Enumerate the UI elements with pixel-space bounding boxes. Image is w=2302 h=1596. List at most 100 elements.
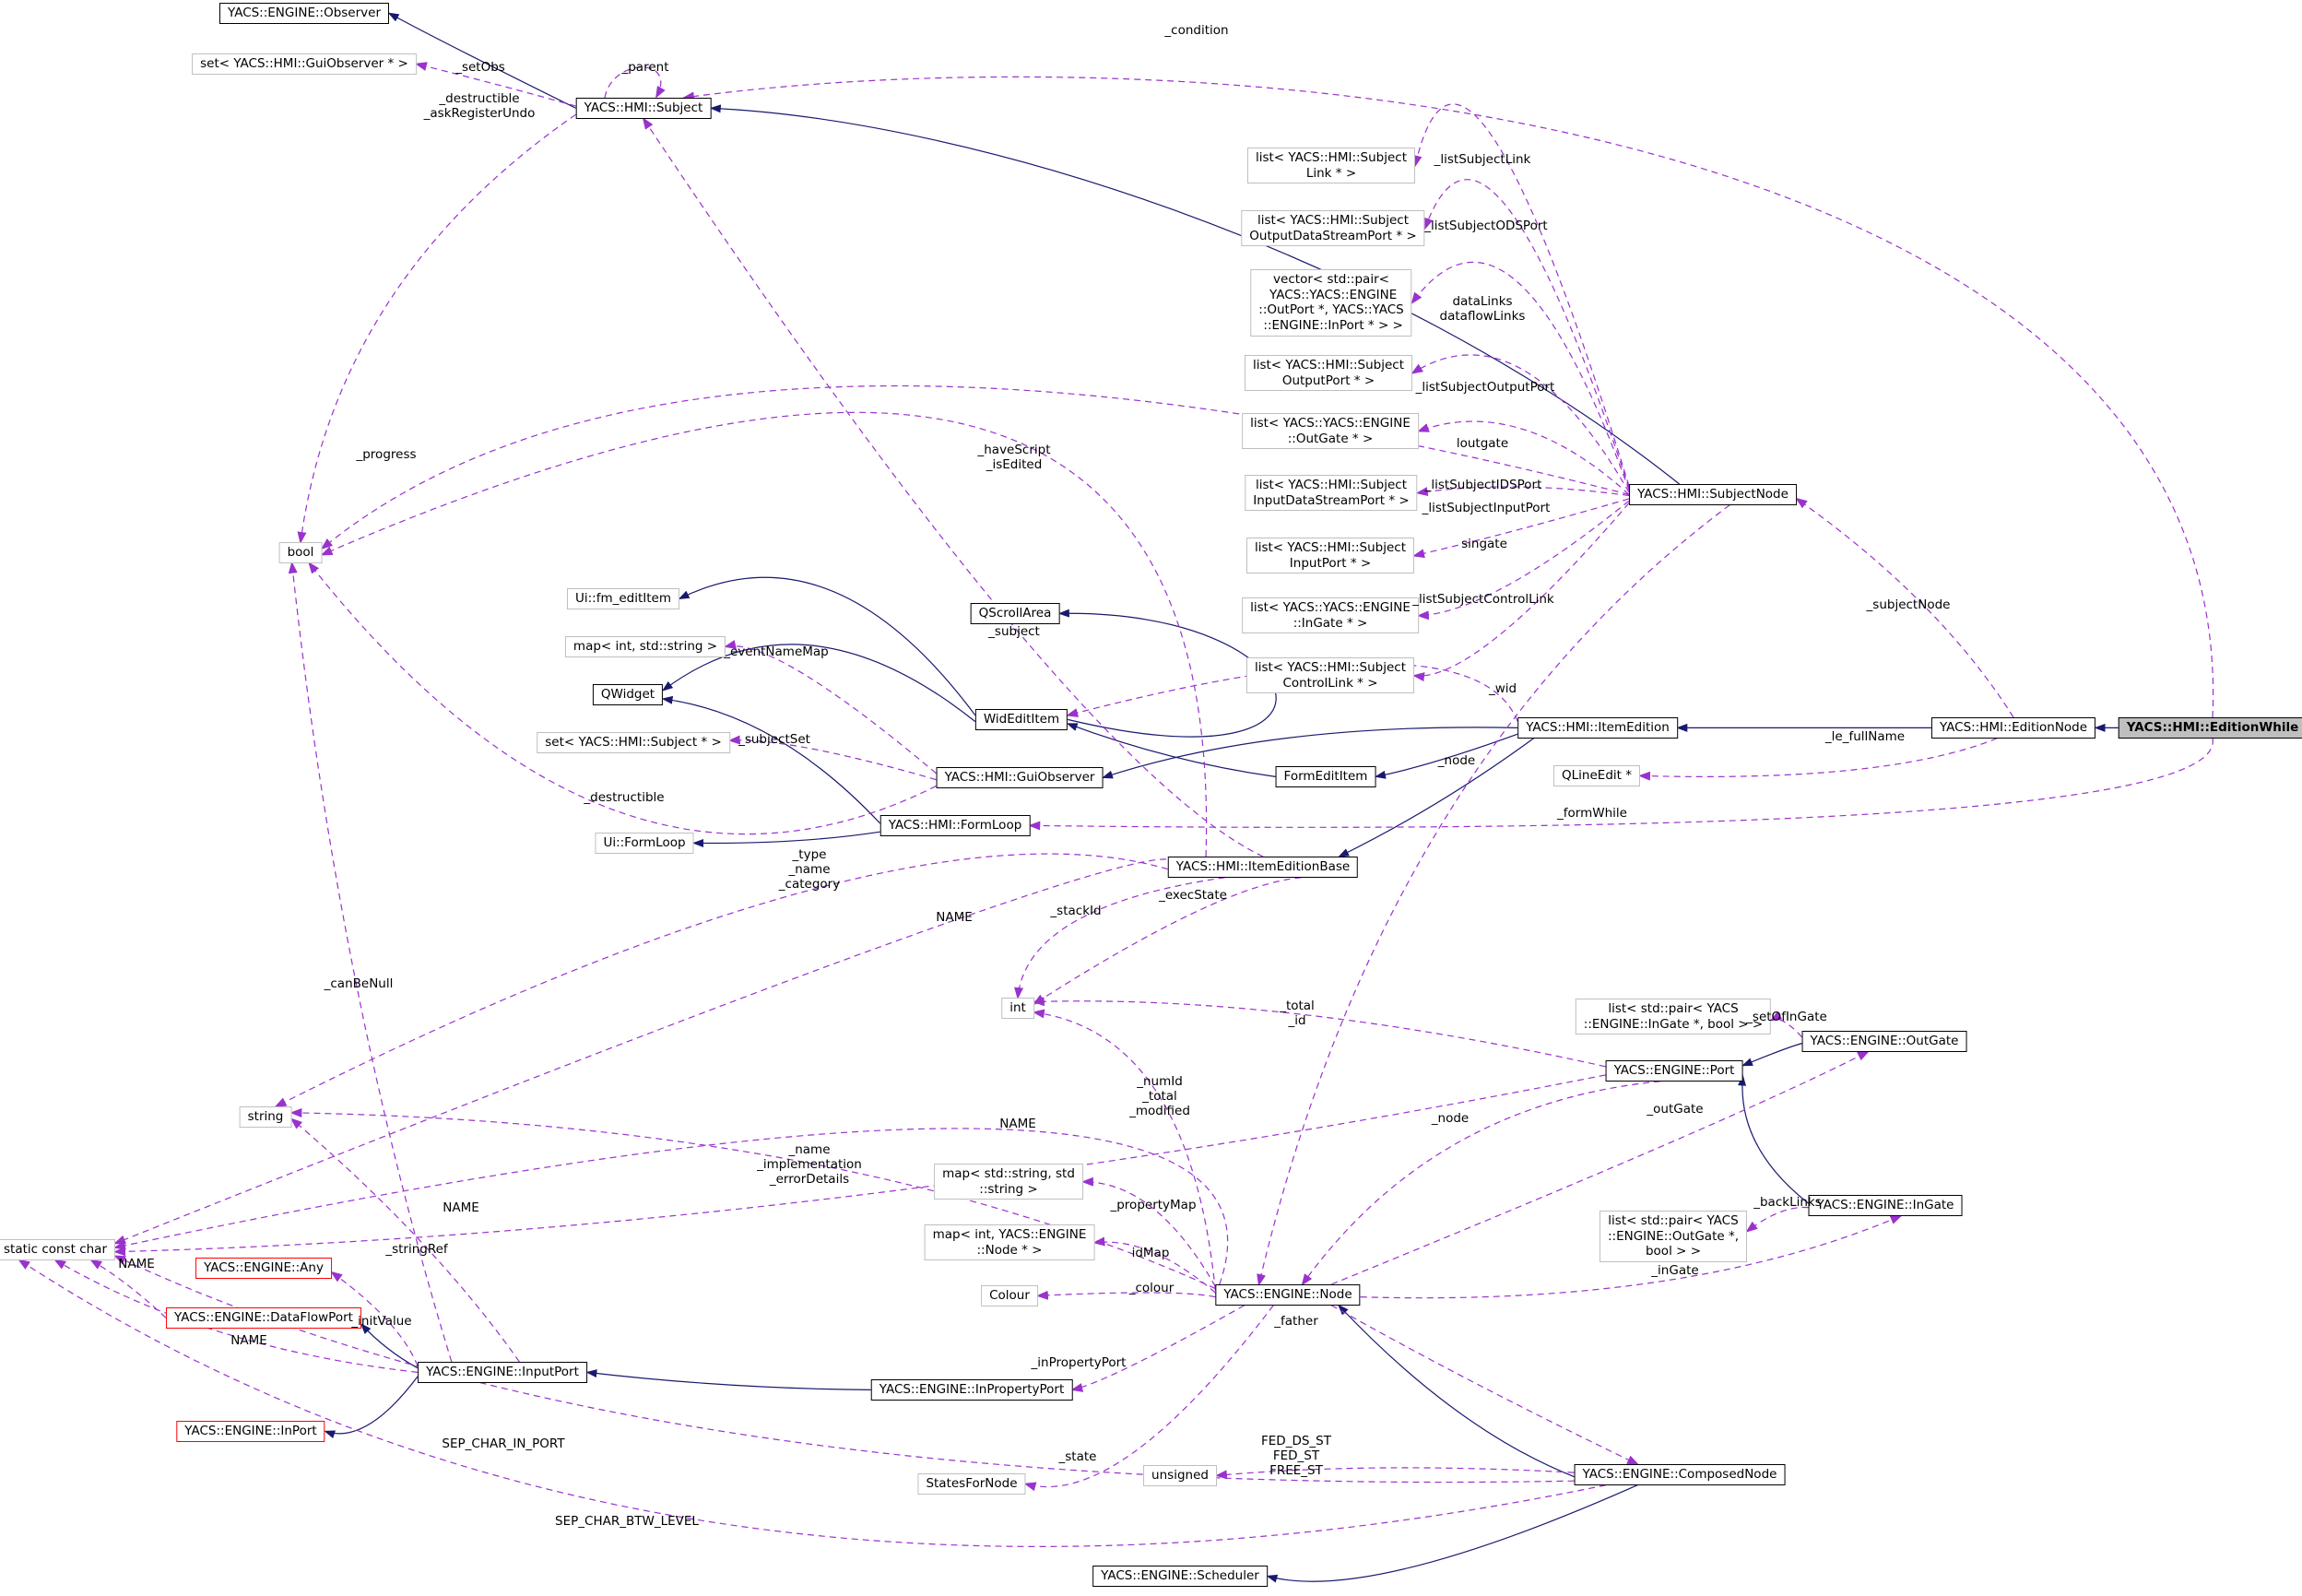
edge-node-to-statesfornode (1023, 1305, 1274, 1492)
edge-label-execstate: _execState (1159, 888, 1227, 903)
edge-node-to-outgate (1330, 1050, 1870, 1285)
class-node-itemeditionbase[interactable]: YACS::HMI::ItemEditionBase (1167, 857, 1359, 878)
edge-label-sep-char-btw-level: SEP_CHAR_BTW_LEVEL (555, 1514, 699, 1529)
edge-subjectnode-to-list-outgate (1416, 420, 1630, 495)
edge-subjectnode-to-list-subject-idsport (1415, 486, 1630, 497)
class-node-ingate[interactable]: YACS::ENGINE::InGate (1808, 1195, 1963, 1216)
edge-label-loutgate: loutgate (1456, 436, 1509, 451)
class-node-observer[interactable]: YACS::ENGINE::Observer (218, 3, 390, 24)
class-node-vector-pair[interactable]: vector< std::pair< YACS::YACS::ENGINE ::… (1250, 269, 1412, 337)
class-node-itemedition[interactable]: YACS::HMI::ItemEdition (1517, 717, 1678, 739)
edge-label-setofingate: _setOfInGate (1746, 1010, 1827, 1024)
class-node-composednode[interactable]: YACS::ENGINE::ComposedNode (1574, 1464, 1786, 1485)
class-node-inport[interactable]: YACS::ENGINE::InPort (176, 1421, 325, 1442)
edge-label-subject: _subject (988, 624, 1040, 639)
edge-label-backlinks: _backLinks (1753, 1195, 1822, 1210)
class-node-bool[interactable]: bool (278, 542, 323, 563)
edge-label-inpropertyport: _inPropertyPort (1031, 1355, 1127, 1370)
edge-label-listsubjectodsport: _listSubjectODSPort (1424, 219, 1548, 233)
class-node-list-subject-inputport[interactable]: list< YACS::HMI::Subject InputPort * > (1245, 538, 1415, 574)
class-node-ui-formloop[interactable]: Ui::FormLoop (595, 833, 694, 854)
edge-subject-to-observer (387, 12, 576, 109)
edge-subjectnode-to-list-subject-link (1412, 103, 1630, 487)
class-node-qlineedit[interactable]: QLineEdit * (1553, 765, 1640, 786)
edge-guiobserver-to-map-int-string (724, 640, 937, 774)
class-node-widedititem[interactable]: WidEditItem (974, 709, 1068, 730)
class-node-node[interactable]: YACS::ENGINE::Node (1215, 1284, 1361, 1306)
edge-outgate-to-port (1741, 1043, 1802, 1067)
edge-subjectnode-to-list-subject-inputport (1412, 498, 1630, 559)
class-node-list-subject-odsport[interactable]: list< YACS::HMI::Subject OutputDataStrea… (1241, 210, 1425, 247)
class-node-string[interactable]: string (239, 1106, 292, 1128)
edge-label-total-id: _total _id (1280, 999, 1315, 1028)
edge-subjectnode-to-list-subject-controllink (1412, 502, 1630, 682)
class-node-outgate[interactable]: YACS::ENGINE::OutGate (1801, 1031, 1967, 1052)
edge-node-to-composednode (1330, 1305, 1640, 1465)
edge-node-to-string (289, 1108, 1216, 1290)
class-node-unsigned[interactable]: unsigned (1143, 1465, 1217, 1486)
class-node-list-subject-link[interactable]: list< YACS::HMI::Subject Link * > (1246, 148, 1416, 184)
class-node-subject[interactable]: YACS::HMI::Subject (575, 98, 712, 119)
class-node-set-guiobserver[interactable]: set< YACS::HMI::GuiObserver * > (192, 53, 417, 75)
edge-label-subjectset: _subjectSet (738, 732, 810, 747)
edge-node-to-ingate (1360, 1214, 1903, 1299)
class-node-map-int-node[interactable]: map< int, YACS::ENGINE ::Node * > (924, 1224, 1095, 1261)
edge-subjectnode-to-list-subject-odsport (1423, 179, 1630, 489)
edge-label-le-fullname: _le_fullName (1824, 729, 1906, 744)
edge-ingate-to-port (1738, 1074, 1809, 1204)
class-node-list-subject-idsport[interactable]: list< YACS::HMI::Subject InputDataStream… (1245, 475, 1418, 512)
class-node-map-string-string[interactable]: map< std::string, std ::string > (934, 1164, 1083, 1200)
class-node-editionnode[interactable]: YACS::HMI::EditionNode (1930, 717, 2096, 739)
class-node-guiobserver[interactable]: YACS::HMI::GuiObserver (936, 767, 1104, 788)
class-node-any[interactable]: YACS::ENGINE::Any (195, 1258, 332, 1279)
class-node-inputport[interactable]: YACS::ENGINE::InputPort (418, 1362, 587, 1383)
edge-label-stringref: _stringRef (385, 1242, 448, 1257)
class-node-editionwhile[interactable]: YACS::HMI::EditionWhile (2118, 717, 2302, 739)
class-node-set-subject[interactable]: set< YACS::HMI::Subject * > (537, 732, 730, 753)
class-node-dataflowport[interactable]: YACS::ENGINE::DataFlowPort (166, 1307, 361, 1329)
edge-label-father: _father (1274, 1314, 1318, 1329)
edge-label-state: _state (1058, 1449, 1097, 1464)
class-node-scheduler[interactable]: YACS::ENGINE::Scheduler (1092, 1566, 1268, 1587)
class-node-colour[interactable]: Colour (981, 1285, 1038, 1306)
edge-label-name: NAME (230, 1333, 267, 1348)
edge-label-name-implementation-errordetails: _name _implementation _errorDetails (757, 1142, 862, 1187)
edge-label-ingate: _inGate (1651, 1263, 1699, 1278)
edge-itemedition-to-itemeditionbase (1338, 738, 1534, 857)
class-node-list-pair-ingate-bool[interactable]: list< std::pair< YACS ::ENGINE::InGate *… (1575, 999, 1772, 1035)
class-node-list-pair-outgate-bool[interactable]: list< std::pair< YACS ::ENGINE::OutGate … (1599, 1211, 1748, 1263)
edge-itemeditionbase-to-bool (320, 411, 1208, 857)
class-node-inpropertyport[interactable]: YACS::ENGINE::InPropertyPort (870, 1379, 1073, 1401)
class-node-qwidget[interactable]: QWidget (592, 684, 664, 705)
class-node-list-outgate[interactable]: list< YACS::YACS::ENGINE ::OutGate * > (1242, 413, 1419, 450)
edge-label-name: NAME (443, 1200, 479, 1215)
edge-label-eventnamemap: _eventNameMap (724, 644, 829, 659)
edge-inputport-to-string (289, 1117, 520, 1363)
edge-label-name: NAME (999, 1117, 1036, 1131)
edge-editionnode-to-qlineedit (1637, 738, 1998, 781)
edge-label-fed-ds-st-fed-st-free-st: FED_DS_ST FED_ST FREE_ST (1261, 1434, 1331, 1478)
edge-composednode-to-node (1338, 1304, 1575, 1478)
class-node-ui-fm-edititem[interactable]: Ui::fm_editItem (566, 588, 680, 609)
class-node-static-const-char[interactable]: static const char (0, 1239, 116, 1260)
class-node-statesfornode[interactable]: StatesForNode (917, 1473, 1026, 1495)
class-node-subjectnode[interactable]: YACS::HMI::SubjectNode (1629, 484, 1797, 505)
edge-label-sep-char-in-port: SEP_CHAR_IN_PORT (442, 1436, 565, 1451)
edge-subjectnode-to-vector-pair (1411, 261, 1630, 491)
edge-ingate-to-list-pair-outgate-bool (1745, 1206, 1809, 1233)
class-node-int[interactable]: int (1001, 998, 1034, 1019)
edge-label-havescript-isedited: _haveScript _isEdited (977, 443, 1051, 472)
class-node-formedititem[interactable]: FormEditItem (1275, 766, 1376, 787)
edge-guiobserver-to-bool (308, 562, 937, 835)
class-node-formloop-hmi[interactable]: YACS::HMI::FormLoop (879, 815, 1031, 836)
class-node-qscrollarea[interactable]: QScrollArea (970, 603, 1060, 624)
class-node-list-subject-outputport[interactable]: list< YACS::HMI::Subject OutputPort * > (1244, 355, 1413, 392)
class-node-list-ingate[interactable]: list< YACS::YACS::ENGINE ::InGate * > (1242, 597, 1419, 634)
edge-label-colour: _colour (1128, 1281, 1175, 1295)
class-node-map-int-string[interactable]: map< int, std::string > (564, 636, 726, 657)
edge-label-propertymap: _propertyMap (1110, 1198, 1197, 1212)
class-node-port[interactable]: YACS::ENGINE::Port (1605, 1060, 1743, 1082)
class-node-list-subject-controllink[interactable]: list< YACS::HMI::Subject ControlLink * > (1245, 657, 1415, 694)
